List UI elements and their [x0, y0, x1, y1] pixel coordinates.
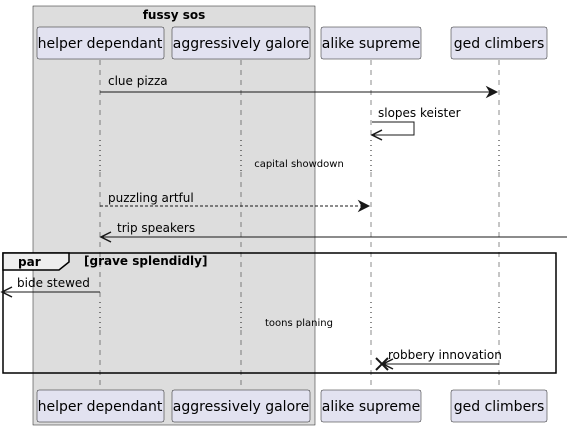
svg-text:alike supreme: alike supreme — [322, 36, 420, 52]
participant-helper-dependant-bottom[interactable]: helper dependant — [36, 389, 165, 423]
message-bide-stewed: bide stewed — [0, 276, 100, 298]
svg-text:alike supreme: alike supreme — [322, 399, 420, 415]
message-robbery-innovation: robbery innovation — [375, 348, 502, 371]
participant-aggressively-galore-top[interactable]: aggressively galore — [171, 26, 311, 60]
filled-arrowhead-icon — [485, 85, 499, 99]
message-label: bide stewed — [17, 276, 90, 290]
par-fragment: par [grave splendidly] — [2, 252, 557, 374]
open-arrowhead-icon — [0, 286, 13, 298]
svg-text:helper dependant: helper dependant — [38, 399, 163, 415]
svg-text:aggressively galore: aggressively galore — [173, 36, 309, 52]
participant-helper-dependant-top[interactable]: helper dependant — [36, 26, 165, 60]
filled-arrowhead-icon — [357, 199, 371, 213]
svg-text:helper dependant: helper dependant — [38, 36, 163, 52]
delay-capital-showdown: capital showdown — [254, 159, 344, 170]
fragment-keyword: par — [18, 255, 41, 269]
participant-alike-supreme-top[interactable]: alike supreme — [320, 26, 422, 60]
participant-group-box: fussy sos — [32, 5, 316, 426]
svg-text:aggressively galore: aggressively galore — [173, 399, 309, 415]
svg-text:ged climbers: ged climbers — [454, 36, 545, 52]
participant-alike-supreme-bottom[interactable]: alike supreme — [320, 389, 422, 423]
message-slopes-keister: slopes keister — [370, 106, 461, 141]
destroy-x-icon — [375, 357, 389, 371]
message-trip-speakers: trip speakers — [99, 221, 567, 243]
message-label: clue pizza — [108, 74, 168, 88]
group-title: fussy sos — [143, 8, 206, 22]
svg-text:ged climbers: ged climbers — [454, 399, 545, 415]
participant-ged-climbers-top[interactable]: ged climbers — [450, 26, 548, 60]
message-puzzling-artful: puzzling artful — [100, 191, 371, 213]
delay-toons-planing: toons planing — [265, 318, 333, 329]
participant-aggressively-galore-bottom[interactable]: aggressively galore — [171, 389, 311, 423]
fragment-condition: [grave splendidly] — [84, 254, 207, 268]
fragment-tab — [2, 252, 70, 271]
message-clue-pizza: clue pizza — [100, 74, 499, 99]
participant-ged-climbers-bottom[interactable]: ged climbers — [450, 389, 548, 423]
open-arrowhead-icon — [99, 231, 112, 243]
open-arrowhead-icon — [370, 129, 383, 141]
message-label: trip speakers — [117, 221, 195, 235]
message-label: slopes keister — [378, 106, 461, 120]
lifelines — [99, 60, 500, 390]
message-label: puzzling artful — [108, 191, 194, 205]
message-label: robbery innovation — [388, 348, 502, 362]
